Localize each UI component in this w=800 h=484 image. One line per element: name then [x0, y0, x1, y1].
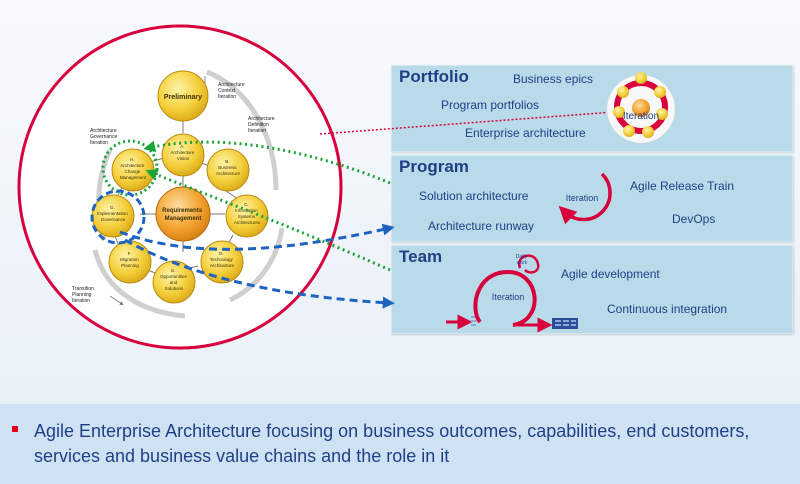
business-epics-label: Business epics — [513, 72, 594, 86]
team-iteration-label: Iteration — [492, 292, 525, 302]
phase-b-label: B. Business Architecture — [216, 159, 241, 176]
continuous-integration-label: Continuous integration — [607, 302, 728, 316]
phase-g-highlight — [90, 189, 146, 245]
portfolio-title: Portfolio — [399, 67, 469, 86]
team-iteration-icon: Daily work Iteration — [446, 254, 578, 333]
phase-requirements-management — [155, 186, 211, 242]
phase-f-label: F. Migration Planning — [120, 251, 140, 268]
phase-e-opportunities-solutions — [152, 260, 196, 304]
architecture-definition-iteration-label: Architecture Definition Iteration — [248, 116, 276, 134]
preliminary-label: Preliminary — [164, 94, 202, 101]
architecture-runway-label: Architecture runway — [428, 219, 535, 233]
devops-label: DevOps — [672, 212, 716, 226]
portfolio-iteration-icon: Iteration — [606, 72, 676, 144]
solution-architecture-label: Solution architecture — [419, 189, 529, 203]
phase-a-label: A. Architecture Vision — [170, 144, 195, 161]
diagram-canvas: Preliminary A. Architecture Vision B. Bu… — [17, 24, 676, 350]
togaf-phases — [91, 70, 269, 304]
phase-preliminary — [157, 70, 209, 122]
phase-d-technology-architecture — [200, 240, 244, 284]
requirements-management-label: Requirements Management — [162, 208, 204, 222]
architecture-context-iteration-label: Architecture Context Iteration — [218, 82, 246, 100]
portfolio-link-line — [319, 111, 615, 135]
phase-f-migration-planning — [108, 240, 152, 284]
phase-e-label: E. Opportunities and Solutions — [160, 268, 188, 291]
enterprise-architecture-label: Enterprise architecture — [465, 126, 586, 140]
daily-work-label: Daily work — [516, 254, 529, 266]
phase-g-implementation-governance — [91, 194, 135, 238]
bullet-icon — [12, 426, 18, 432]
agile-release-train-label: Agile Release Train — [630, 179, 735, 193]
portfolio-lane: Portfolio Business epics Program portfol… — [391, 65, 793, 152]
phase-a-architecture-vision — [161, 133, 205, 177]
g-to-program-arrow — [119, 223, 395, 251]
phase-b-business-architecture — [206, 148, 250, 192]
program-lane: Program Solution architecture Architectu… — [391, 155, 793, 242]
phase-g-label: G. Implementation Governance — [97, 205, 129, 222]
phase-h-label: H. Architecture Change Management — [120, 157, 147, 180]
architecture-governance-iteration-label: Architecture Governance Iteration — [90, 128, 119, 146]
agile-development-label: Agile development — [561, 267, 660, 281]
increment-block — [552, 318, 578, 329]
g-to-team-arrow — [124, 238, 395, 309]
program-title: Program — [399, 157, 469, 176]
team-to-h-arrow — [145, 169, 391, 272]
program-portfolios-label: Program portfolios — [441, 98, 540, 112]
transition-planning-iteration-label: Transition Planning Iteration — [72, 286, 95, 304]
portfolio-iteration-label: Iteration — [623, 111, 659, 122]
summary-band: Agile Enterprise Architecture focusing o… — [0, 404, 800, 484]
phase-d-label: D. Technology Architecture — [210, 251, 235, 268]
program-iteration-icon: Iteration — [558, 172, 612, 225]
phase-h-highlight — [101, 139, 159, 197]
program-iteration-label: Iteration — [566, 193, 599, 203]
team-title: Team — [399, 247, 443, 266]
summary-text: Agile Enterprise Architecture focusing o… — [34, 421, 750, 466]
